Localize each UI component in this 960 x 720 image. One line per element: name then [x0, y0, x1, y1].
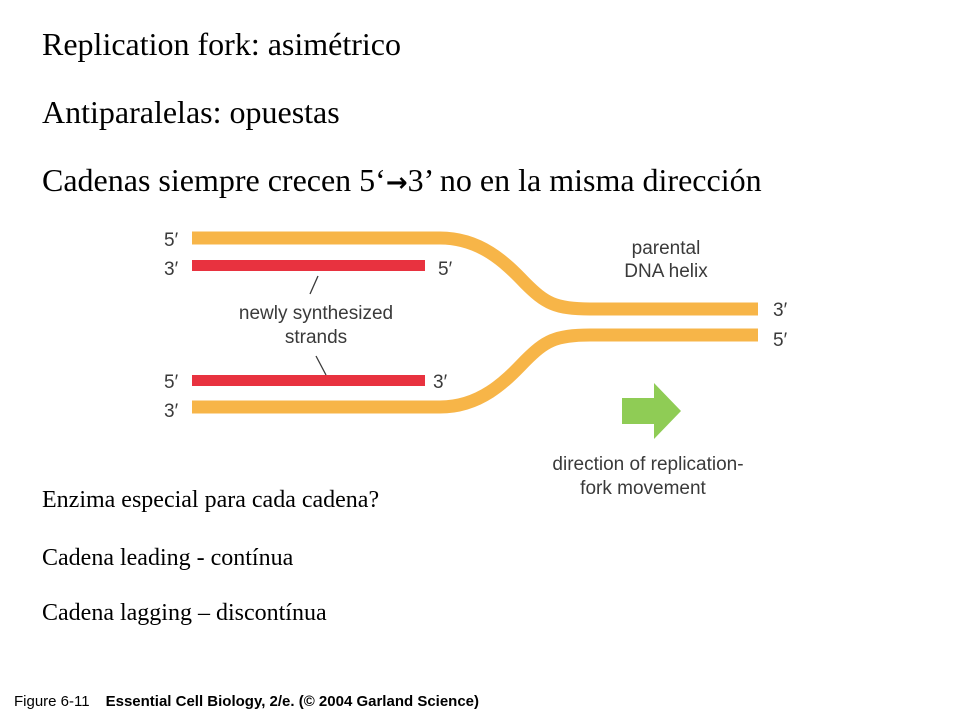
- direction-label-line1: direction of replication-: [552, 454, 743, 475]
- label-3prime-right-top: 3′: [773, 300, 788, 321]
- label-5prime-right-bottom: 5′: [773, 330, 788, 351]
- heading-replication-fork: Replication fork: asimétrico: [42, 26, 401, 62]
- pointer-line-top: [309, 275, 319, 295]
- right-arrow-icon: →: [385, 168, 408, 198]
- parental-strand-top: [192, 231, 758, 316]
- new-strand-bottom: [192, 375, 425, 386]
- heading-cadenas-part1: Cadenas siempre crecen 5‘: [42, 162, 386, 198]
- heading-cadenas-part2: 3’ no en la misma dirección: [407, 162, 762, 198]
- text-cadena-lagging: Cadena lagging – discontínua: [42, 600, 327, 626]
- pointer-line-bottom: [315, 355, 327, 376]
- text-cadena-leading: Cadena leading - contínua: [42, 545, 294, 571]
- label-5prime-new-top-right: 5′: [438, 259, 453, 280]
- figure-caption: Figure 6-11 Essential Cell Biology, 2/e. …: [14, 693, 479, 710]
- parental-strand-bottom: [192, 328, 758, 414]
- figure-source: Essential Cell Biology, 2/e. (© 2004 Gar…: [105, 693, 480, 710]
- parental-label-line2: DNA helix: [624, 261, 708, 282]
- figure-number: Figure 6-11: [14, 693, 90, 710]
- label-5prime-bottom-left: 5′: [164, 372, 179, 393]
- direction-label-line2: fork movement: [580, 478, 706, 499]
- heading-cadenas-crecen: Cadenas siempre crecen 5‘→3’ no en la mi…: [42, 164, 762, 196]
- label-3prime-new-bottom-right: 3′: [433, 372, 448, 393]
- label-5prime-top-left: 5′: [164, 230, 179, 251]
- newly-label-line2: strands: [285, 327, 347, 348]
- parental-label-line1: parental: [632, 238, 701, 259]
- heading-antiparalelas: Antiparalelas: opuestas: [42, 94, 340, 130]
- new-strand-top: [192, 260, 425, 271]
- label-3prime-bottom-left: 3′: [164, 401, 179, 422]
- right-arrow-icon: [622, 383, 681, 439]
- newly-label-line1: newly synthesized: [239, 303, 393, 324]
- text-enzima-especial: Enzima especial para cada cadena?: [42, 487, 380, 513]
- label-3prime-top-left: 3′: [164, 259, 179, 280]
